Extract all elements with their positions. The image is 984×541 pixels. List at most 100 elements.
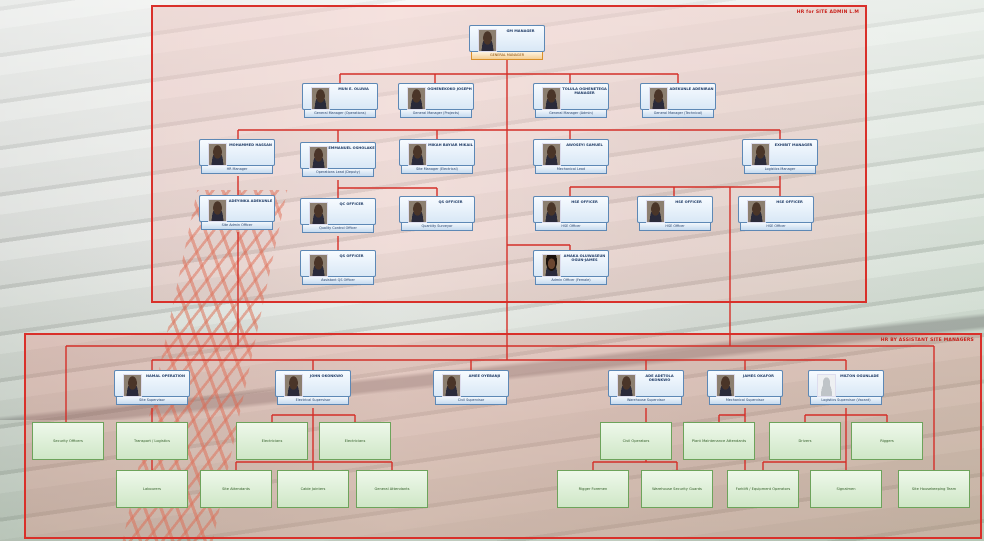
org-card[interactable]: MOHAMMED HASSAN HR Manager: [199, 139, 275, 176]
person-photo: [408, 200, 427, 223]
person-name: TOLULA OGHENETEGA MANAGER: [562, 87, 607, 96]
person-name: QS OFFICER: [339, 254, 364, 258]
org-card[interactable]: MUN E. OLUWA General Manager (Operations…: [302, 83, 378, 120]
department-box[interactable]: Electricians: [236, 422, 308, 460]
person-name: AMEE OYEBANJI: [468, 374, 501, 378]
org-card[interactable]: OGHENEKOKO JOSEPH General Manager (Proje…: [398, 83, 474, 120]
department-box[interactable]: Plant Maintenance Attendants: [683, 422, 755, 460]
department-box[interactable]: Warehouse Security Guards: [641, 470, 713, 508]
org-card-gm[interactable]: GM MANAGER GENERAL MANAGER: [469, 25, 545, 62]
person-title: HSE Officer: [535, 223, 607, 231]
person-photo: [311, 87, 330, 110]
org-card[interactable]: HSE OFFICER HSE Officer: [738, 196, 814, 233]
person-photo: [309, 254, 328, 277]
org-card[interactable]: EMMANUEL OSHOLAKE Operations Lead (Deput…: [300, 142, 376, 179]
department-box[interactable]: Rigger Foremen: [557, 470, 629, 508]
person-photo: [649, 87, 668, 110]
person-name: ADEYINKA ADEKUNLE: [228, 199, 273, 203]
org-card[interactable]: AMAKA OLUWASEUN OGUN-JAMES Admin Officer…: [533, 250, 609, 287]
person-title: Civil Supervisor: [435, 397, 507, 405]
person-name: JAMES OKAFOR: [743, 374, 774, 378]
org-card[interactable]: JOHN OKONKWO Electrical Supervisor: [275, 370, 351, 407]
person-name: QS OFFICER: [438, 200, 463, 204]
person-title: Operations Lead (Deputy): [302, 169, 374, 177]
person-name: HSE OFFICER: [776, 200, 803, 204]
person-name: HSE OFFICER: [675, 200, 702, 204]
person-photo: [309, 202, 328, 225]
org-card[interactable]: ADEKUNLE ADENIRAN General Manager (Techn…: [640, 83, 716, 120]
person-name: AMAKA OLUWASEUN OGUN-JAMES: [563, 254, 606, 263]
org-card[interactable]: ADEYINKA ADEKUNLE Site Admin Officer: [199, 195, 275, 232]
person-title: General Manager (Projects): [400, 110, 472, 118]
person-title: HSE Officer: [740, 223, 812, 231]
department-box[interactable]: Electricians: [319, 422, 391, 460]
person-title: Site Admin Officer: [201, 222, 273, 230]
person-photo: [408, 143, 427, 166]
department-box[interactable]: General Attendants: [356, 470, 428, 508]
person-photo: [542, 200, 561, 223]
department-box[interactable]: Transport / Logistics: [116, 422, 188, 460]
person-photo: [284, 374, 303, 397]
department-box[interactable]: Cable Jointers: [277, 470, 349, 508]
person-name: EXHIBIT MANAGER: [774, 143, 813, 147]
person-title: General Manager (Technical): [642, 110, 714, 118]
person-title: General Manager (Admin): [535, 110, 607, 118]
org-card[interactable]: EXHIBIT MANAGER Logistics Manager: [742, 139, 818, 176]
person-photo-placeholder: [817, 374, 836, 397]
person-name: MILTON OGUNLADE: [840, 374, 879, 378]
person-photo: [478, 29, 497, 52]
org-card[interactable]: JAMES OKAFOR Mechanical Supervisor: [707, 370, 783, 407]
person-title: Site Manager (Electrical): [401, 166, 473, 174]
person-photo: [208, 199, 227, 222]
top-frame-label: HR for SITE ADMIN L.M: [796, 10, 859, 15]
org-card[interactable]: HSE OFFICER HSE Officer: [637, 196, 713, 233]
person-name: GM MANAGER: [506, 29, 535, 33]
person-title: Logistics Supervisor (Vacant): [810, 397, 882, 405]
org-card[interactable]: TOLULA OGHENETEGA MANAGER General Manage…: [533, 83, 609, 120]
person-photo: [208, 143, 227, 166]
person-name: ADEKUNLE ADENIRAN: [669, 87, 714, 91]
department-box[interactable]: Riggers: [851, 422, 923, 460]
org-card[interactable]: MILTON OGUNLADE Logistics Supervisor (Va…: [808, 370, 884, 407]
person-photo: [542, 254, 561, 277]
department-box[interactable]: Site Attendants: [200, 470, 272, 508]
department-box[interactable]: Security Officers: [32, 422, 104, 460]
org-card[interactable]: MIKAH BAYIAR MIKAIL Site Manager (Electr…: [399, 139, 475, 176]
person-name: AWOSEYI SAMUEL: [566, 143, 603, 147]
person-title: Mechanical Supervisor: [709, 397, 781, 405]
department-box[interactable]: Labourers: [116, 470, 188, 508]
org-card[interactable]: ADE ADETOLA OKONKWO Warehouse Supervisor: [608, 370, 684, 407]
person-title: Warehouse Supervisor: [610, 397, 682, 405]
person-photo: [542, 87, 561, 110]
person-name: QC OFFICER: [339, 202, 364, 206]
org-card[interactable]: AMEE OYEBANJI Civil Supervisor: [433, 370, 509, 407]
org-card[interactable]: HSE OFFICER HSE Officer: [533, 196, 609, 233]
person-title: Site Supervisor: [116, 397, 188, 405]
person-title: GENERAL MANAGER: [471, 52, 543, 60]
person-title: Admin Officer (Female): [535, 277, 607, 285]
department-box[interactable]: Civil Operators: [600, 422, 672, 460]
person-photo: [751, 143, 770, 166]
department-box[interactable]: Signalmen: [810, 470, 882, 508]
org-card[interactable]: NAMAL OPERATION Site Supervisor: [114, 370, 190, 407]
person-title: HR Manager: [201, 166, 273, 174]
person-photo: [442, 374, 461, 397]
person-photo: [407, 87, 426, 110]
org-card[interactable]: AWOSEYI SAMUEL Mechanical Lead: [533, 139, 609, 176]
department-box[interactable]: Drivers: [769, 422, 841, 460]
person-photo: [716, 374, 735, 397]
person-title: General Manager (Operations): [304, 110, 376, 118]
person-photo: [542, 143, 561, 166]
person-name: EMMANUEL OSHOLAKE: [328, 146, 375, 150]
department-box[interactable]: Site Housekeeping Team: [898, 470, 970, 508]
org-card[interactable]: QC OFFICER Quality Control Officer: [300, 198, 376, 235]
person-name: JOHN OKONKWO: [309, 374, 344, 378]
org-card[interactable]: QS OFFICER Assistant QS Officer: [300, 250, 376, 287]
person-title: Assistant QS Officer: [302, 277, 374, 285]
person-title: Logistics Manager: [744, 166, 816, 174]
department-box[interactable]: Forklift / Equipment Operators: [727, 470, 799, 508]
person-name: MUN E. OLUWA: [338, 87, 369, 91]
org-card[interactable]: QS OFFICER Quantity Surveyor: [399, 196, 475, 233]
person-name: MOHAMMED HASSAN: [229, 143, 272, 147]
